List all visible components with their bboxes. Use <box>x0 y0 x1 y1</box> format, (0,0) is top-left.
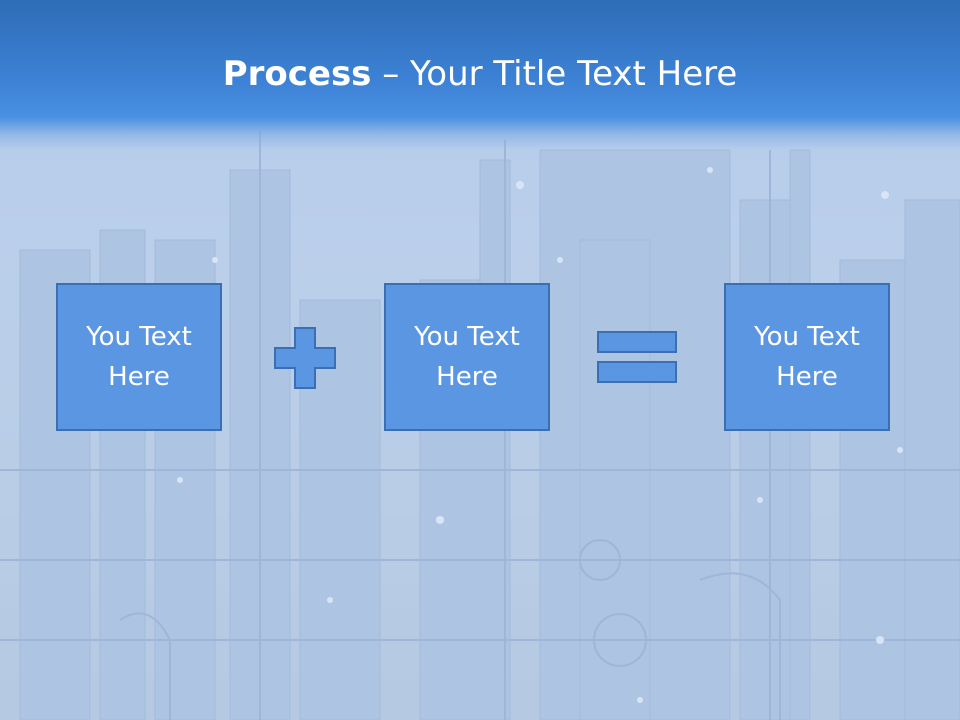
process-step-2-label: You Text Here <box>414 322 520 392</box>
title-band <box>0 0 960 150</box>
title-rest: – Your Title Text Here <box>371 54 738 94</box>
process-step-3-label: You Text Here <box>754 322 860 392</box>
process-step-1[interactable]: You Text Here <box>56 283 222 431</box>
plus-icon <box>274 327 336 389</box>
equals-icon <box>597 331 677 383</box>
slide-title[interactable]: Process – Your Title Text Here <box>0 52 960 96</box>
process-step-2[interactable]: You Text Here <box>384 283 550 431</box>
title-bold: Process <box>222 54 372 94</box>
process-step-3[interactable]: You Text Here <box>724 283 890 431</box>
process-step-1-label: You Text Here <box>86 322 192 392</box>
